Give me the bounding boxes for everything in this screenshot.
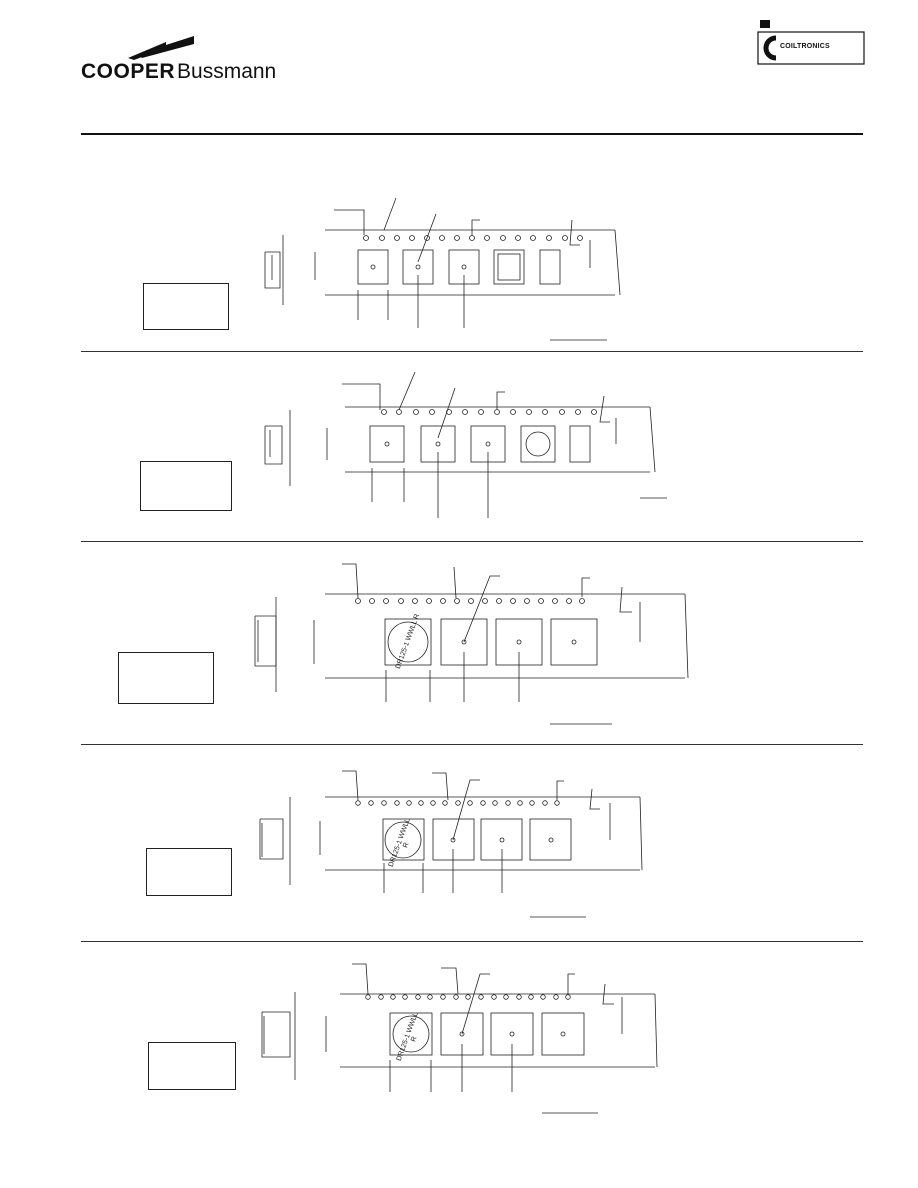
page-header: COOPERBussmann COILTRONICS xyxy=(0,0,918,140)
tape-reel-drawing xyxy=(264,197,621,341)
coiltronics-logo-text: COILTRONICS xyxy=(780,43,830,50)
tape-reel-drawing xyxy=(254,563,689,725)
part-label-box xyxy=(118,652,214,704)
tape-drawing-section: DR125-1 WWLL R xyxy=(0,745,918,942)
tape-reel-drawing xyxy=(259,770,643,918)
logo-swoosh-icon xyxy=(128,36,194,60)
part-label-box xyxy=(143,283,229,330)
header-divider xyxy=(81,133,863,135)
section-divider xyxy=(81,744,863,745)
tape-drawing-section: DR125-1 WWLL R xyxy=(0,942,918,1142)
part-label-box xyxy=(140,461,232,511)
tape-drawing-section: DR125-1 WWLL R xyxy=(0,542,918,745)
section-divider xyxy=(81,541,863,542)
coiltronics-badge-icon xyxy=(757,20,865,65)
coiltronics-logo: COILTRONICS xyxy=(754,20,866,66)
logo-division-name: Bussmann xyxy=(177,60,277,83)
part-label-box xyxy=(148,1042,236,1090)
tape-reel-drawing xyxy=(261,963,658,1114)
tape-drawing-section xyxy=(0,352,918,542)
tape-reel-drawing xyxy=(264,371,667,518)
section-divider xyxy=(81,351,863,352)
tape-drawing-section xyxy=(0,180,918,352)
part-label-box xyxy=(146,848,232,896)
section-divider xyxy=(81,941,863,942)
logo-company-name: COOPER xyxy=(81,60,176,83)
cooper-bussmann-logo: COOPERBussmann xyxy=(81,34,301,84)
